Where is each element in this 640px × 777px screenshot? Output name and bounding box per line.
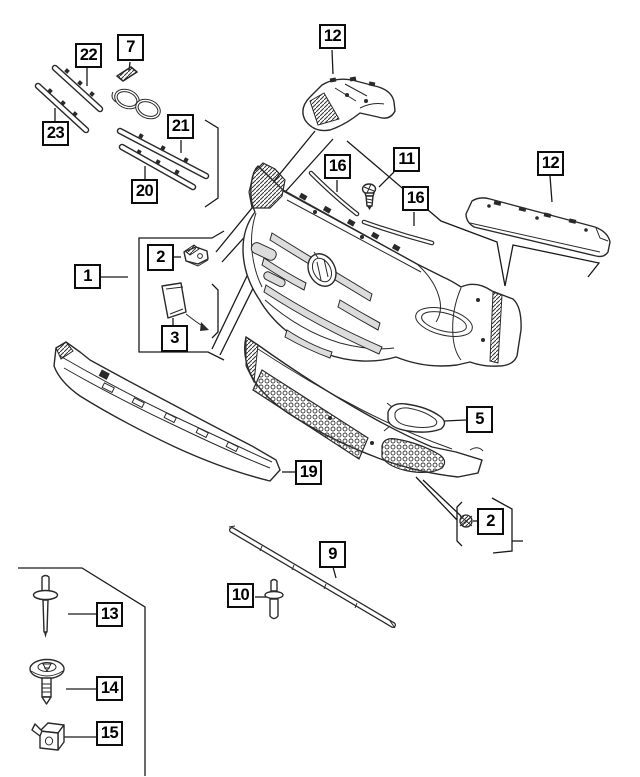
part-rivet-13 bbox=[34, 576, 58, 638]
callout-2-upper[interactable]: 2 bbox=[147, 244, 174, 271]
part-molding-20 bbox=[122, 147, 193, 187]
part-sight-shield-9 bbox=[229, 526, 395, 628]
callout-13[interactable]: 13 bbox=[96, 602, 123, 627]
callout-10[interactable]: 10 bbox=[227, 583, 254, 608]
part-molding-23 bbox=[38, 86, 86, 130]
callout-22[interactable]: 22 bbox=[75, 43, 102, 68]
part-rivet-10 bbox=[265, 580, 283, 619]
part-grille-strip-16-right bbox=[364, 222, 432, 243]
callout-21[interactable]: 21 bbox=[167, 114, 194, 139]
callout-1[interactable]: 1 bbox=[74, 264, 101, 289]
part-clip-2-upper bbox=[184, 245, 208, 266]
callout-20[interactable]: 20 bbox=[131, 179, 158, 204]
callout-5[interactable]: 5 bbox=[466, 406, 493, 433]
part-fog-lamp-bezel-5 bbox=[384, 403, 445, 432]
part-clip-nut-15 bbox=[32, 723, 64, 750]
part-lower-valance-19 bbox=[54, 342, 280, 481]
part-screw-11 bbox=[363, 184, 376, 210]
part-grille-strip-16-left bbox=[311, 173, 357, 214]
part-clip-2-lower bbox=[460, 515, 472, 527]
callout-7[interactable]: 7 bbox=[117, 34, 144, 61]
badge-emblem bbox=[303, 249, 342, 291]
part-tow-hook-cover-3 bbox=[162, 283, 209, 331]
callout-11[interactable]: 11 bbox=[393, 147, 420, 172]
part-molding-21 bbox=[120, 131, 206, 176]
callout-16-left[interactable]: 16 bbox=[324, 154, 351, 179]
callout-12-right[interactable]: 12 bbox=[537, 151, 564, 176]
callout-2-lower[interactable]: 2 bbox=[477, 508, 504, 535]
part-push-pin-14 bbox=[30, 660, 64, 705]
callout-12-top[interactable]: 12 bbox=[319, 24, 346, 49]
group-brackets bbox=[18, 120, 523, 776]
callout-3[interactable]: 3 bbox=[161, 325, 188, 352]
callout-9[interactable]: 9 bbox=[319, 541, 346, 568]
fog-grille-opening bbox=[382, 439, 445, 473]
part-lower-grille-fascia bbox=[245, 337, 483, 477]
callout-15[interactable]: 15 bbox=[96, 721, 123, 746]
part-headlamp-bracket-12 bbox=[303, 76, 395, 131]
part-logo-trim-7 bbox=[112, 67, 162, 121]
part-upper-fascia-1 bbox=[243, 163, 521, 366]
part-bumper-rail-bracket-12 bbox=[466, 198, 610, 257]
callout-14[interactable]: 14 bbox=[96, 676, 123, 701]
callout-19[interactable]: 19 bbox=[295, 460, 322, 485]
part-molding-22 bbox=[55, 68, 100, 109]
callout-23[interactable]: 23 bbox=[42, 121, 69, 146]
callout-16-right[interactable]: 16 bbox=[402, 186, 429, 211]
callout-leader-lines bbox=[55, 50, 552, 737]
